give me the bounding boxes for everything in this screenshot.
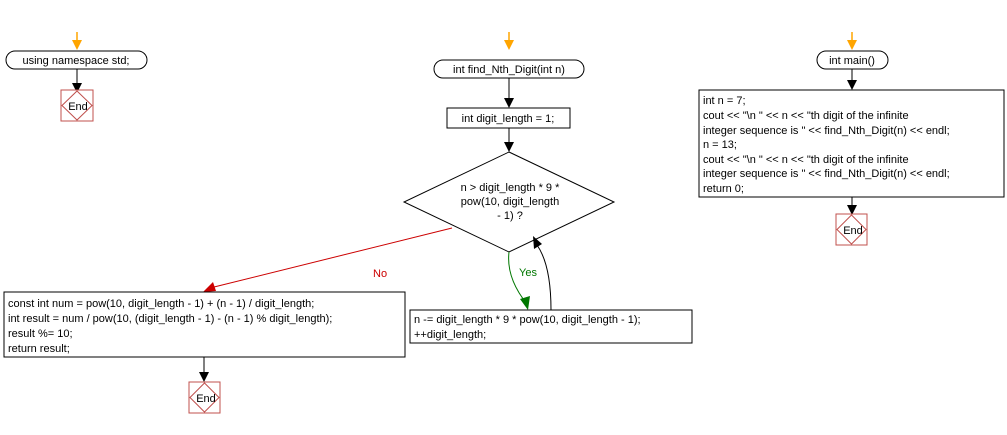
- main-body-line-5: cout << "\n " << n << "th digit of the i…: [703, 154, 909, 166]
- left-end-diamond-icon: [61, 90, 93, 121]
- right-arrow-2-icon: [847, 205, 857, 215]
- main-body-line-2: cout << "\n " << n << "th digit of the i…: [703, 110, 909, 122]
- result-process-box: [3, 291, 406, 358]
- middle-start-label: int find_Nth_Digit(int n): [453, 64, 565, 76]
- no-branch-arrow-icon: [203, 282, 216, 292]
- left-start-arrow-icon: [72, 40, 82, 50]
- left-arrow-icon: [72, 83, 82, 93]
- decision-line-1: n > digit_length * 9 *: [461, 182, 560, 194]
- right-flow: int main() int n = 7; cout << "\n " << n…: [698, 32, 1005, 246]
- result-line-3: result %= 10;: [8, 328, 73, 340]
- left-end-label: End: [68, 101, 88, 113]
- middle-arrow-1-icon: [504, 98, 514, 108]
- result-arrow-icon: [199, 372, 209, 382]
- loop-process-box: [409, 309, 693, 344]
- left-flow: using namespace std; End: [5, 32, 148, 122]
- left-start-label: using namespace std;: [22, 55, 129, 67]
- main-body-box: [698, 89, 1005, 198]
- result-line-1: const int num = pow(10, digit_length - 1…: [8, 298, 314, 310]
- main-body-line-1: int n = 7;: [703, 95, 746, 107]
- yes-branch-label: Yes: [519, 267, 537, 279]
- loop-line-1: n -= digit_length * 9 * pow(10, digit_le…: [414, 314, 641, 326]
- no-branch-line: [209, 227, 453, 289]
- result-line-4: return result;: [8, 343, 70, 355]
- loop-back-line: [536, 244, 552, 311]
- right-start-label: int main(): [829, 55, 875, 67]
- init-statement: int digit_length = 1;: [462, 113, 555, 125]
- main-body-line-6: integer sequence is " << find_Nth_Digit(…: [703, 168, 950, 180]
- middle-end-box: [188, 381, 221, 414]
- middle-end-label: End: [196, 393, 216, 405]
- right-start-arrow-icon: [847, 40, 857, 50]
- decision-line-3: - 1) ?: [497, 210, 523, 222]
- main-body-line-4: n = 13;: [703, 139, 737, 151]
- left-end-box: [60, 89, 94, 122]
- middle-end-diamond-icon: [189, 382, 220, 413]
- right-end-box: [835, 213, 868, 246]
- yes-branch-arrow-icon: [520, 296, 530, 310]
- right-end-diamond-icon: [836, 214, 867, 245]
- decision-line-2: pow(10, digit_length: [461, 196, 559, 208]
- main-body-line-7: return 0;: [703, 183, 744, 195]
- right-end-label: End: [843, 225, 863, 237]
- middle-start-arrow-icon: [504, 40, 514, 50]
- result-line-2: int result = num / pow(10, (digit_length…: [8, 313, 332, 325]
- loop-line-2: ++digit_length;: [414, 329, 486, 341]
- no-branch-label: No: [373, 268, 387, 280]
- right-arrow-1-icon: [847, 80, 857, 90]
- middle-arrow-2-icon: [504, 142, 514, 152]
- loop-back-arrow-icon: [533, 236, 542, 249]
- middle-flow: int find_Nth_Digit(int n) int digit_leng…: [3, 32, 693, 414]
- main-body-line-3: integer sequence is " << find_Nth_Digit(…: [703, 125, 950, 137]
